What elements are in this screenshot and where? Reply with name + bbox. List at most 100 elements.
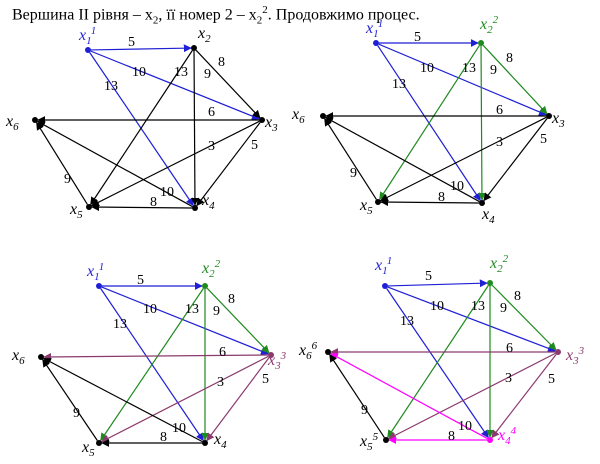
edge-weight-x2-x5: 13 [174, 65, 188, 80]
edge-x1-x2 [90, 44, 192, 53]
edge-x2-x4 [190, 50, 199, 206]
node-label-x6: x66 [298, 340, 318, 362]
edge-weight-x1-x3: 10 [143, 302, 157, 317]
edge-weight-x4-x5: 8 [438, 190, 445, 205]
node-label-x1: x11 [374, 255, 392, 277]
edge-weight-x2-x4: 9 [213, 304, 220, 319]
edge-weight-x3-x5: 3 [217, 375, 224, 390]
title-sup2: 2 [262, 4, 268, 16]
node-x6 [38, 354, 44, 360]
edge-weight-x4-x5: 8 [448, 429, 455, 444]
edge-x3-x4 [491, 354, 557, 439]
edge-weight-x3-x5: 3 [208, 139, 215, 154]
node-label-x1: x11 [365, 18, 383, 40]
edge-x4-x6 [42, 357, 203, 443]
edge-x4-x5 [380, 198, 480, 207]
edge-weight-x1-x3: 10 [430, 299, 444, 314]
edge-x3-x4 [483, 118, 548, 202]
edge-weight-x5-x6: 9 [64, 172, 71, 187]
edge-x2-x3 [491, 284, 557, 351]
node-x4 [487, 437, 493, 443]
node-x3 [555, 349, 561, 355]
edge-weight-x1-x3: 10 [132, 65, 146, 80]
edge-weight-x3-x6: 6 [219, 345, 226, 360]
page-title: Вершина ІІ рівня – x2, її номер 2 – x22.… [12, 4, 420, 27]
edge-weight-x2-x5: 13 [471, 299, 485, 314]
node-label-x4: x4 [201, 192, 215, 212]
node-x2 [478, 40, 484, 46]
node-label-x2: x2 [197, 25, 211, 45]
node-label-x6: x6 [5, 113, 19, 133]
node-x5 [96, 440, 102, 446]
edge-weight-x3-x4: 5 [548, 372, 555, 387]
edge-weight-x3-x4: 5 [251, 138, 258, 153]
node-x1 [382, 283, 388, 289]
node-x3 [259, 117, 265, 123]
edge-weight-x2-x4: 9 [490, 63, 497, 78]
title-sub2: 2 [256, 14, 263, 27]
edge-x2-x3 [195, 49, 261, 119]
edge-x2-x5 [100, 288, 204, 442]
edge-weight-x1-x4: 13 [392, 77, 406, 92]
node-label-x3: x3 [264, 114, 278, 134]
node-label-x5: x5 [69, 201, 83, 221]
edge-weight-x1-x4: 13 [400, 314, 414, 329]
edge-x3-x6 [43, 352, 269, 361]
edge-weight-x4-x5: 8 [150, 195, 157, 210]
node-label-x6: x6 [291, 106, 305, 126]
node-x5 [375, 199, 381, 205]
node-label-x4: x44 [497, 425, 517, 447]
node-label-x5: x5 [359, 197, 373, 217]
edge-weight-x3-x5: 3 [505, 371, 512, 386]
node-x1 [85, 47, 91, 53]
edge-x5-x6 [42, 358, 98, 441]
node-label-x2: x22 [489, 253, 509, 275]
edge-weight-x2-x4: 9 [204, 67, 211, 82]
edge-weight-x2-x3: 8 [218, 55, 225, 70]
edge-weight-x1-x3: 10 [420, 61, 434, 76]
edge-weight-x1-x2: 5 [414, 30, 421, 45]
node-x5 [383, 437, 389, 443]
edge-x3-x4 [196, 122, 261, 207]
edge-weight-x1-x2: 5 [425, 269, 432, 284]
edge-weight-x2-x5: 13 [462, 61, 476, 76]
node-label-x2: x22 [479, 14, 499, 36]
node-x6 [320, 113, 326, 119]
edge-weight-x3-x6: 6 [496, 103, 503, 118]
node-label-x5: x55 [359, 431, 379, 453]
edge-weight-x5-x6: 9 [350, 166, 357, 181]
edge-x2-x5 [387, 285, 489, 439]
edge-x1-x2 [387, 279, 488, 288]
title-sub1: 2 [152, 14, 159, 27]
edge-x1-x3 [387, 286, 556, 353]
edge-x2-x3 [206, 287, 270, 354]
edge-weight-x4-x5: 8 [160, 430, 167, 445]
edge-weight-x4-x6: 10 [160, 185, 174, 200]
edge-x4-x6 [324, 116, 480, 203]
edge-x4-x5 [91, 203, 193, 212]
edge-x2-x5 [379, 45, 480, 201]
edge-weight-x4-x6: 10 [458, 419, 472, 434]
edge-weight-x2-x3: 8 [514, 289, 521, 304]
edge-x1-x3 [90, 50, 260, 120]
edge-x3-x5 [379, 116, 547, 202]
edge-x5-x6 [329, 353, 385, 438]
edge-x2-x5 [90, 50, 193, 206]
title-part2: , її номер 2 – x [158, 6, 257, 24]
edge-weight-x1-x2: 5 [137, 273, 144, 288]
node-x4 [479, 200, 485, 206]
edge-weight-x5-x6: 9 [73, 406, 80, 421]
edge-weight-x1-x4: 13 [113, 317, 127, 332]
node-label-x4: x4 [213, 431, 227, 451]
node-label-x3: x33 [267, 350, 287, 372]
node-label-x3: x33 [565, 345, 585, 367]
node-x5 [86, 204, 92, 210]
edge-weight-x3-x6: 6 [208, 105, 215, 120]
node-x2 [191, 45, 197, 51]
node-label-x5: x5 [81, 439, 95, 459]
title-part3: . Продовжимо процес. [267, 6, 420, 24]
node-label-x1: x11 [86, 261, 104, 283]
edge-weight-x3-x4: 5 [540, 132, 547, 147]
edge-x1-x4 [89, 52, 194, 207]
